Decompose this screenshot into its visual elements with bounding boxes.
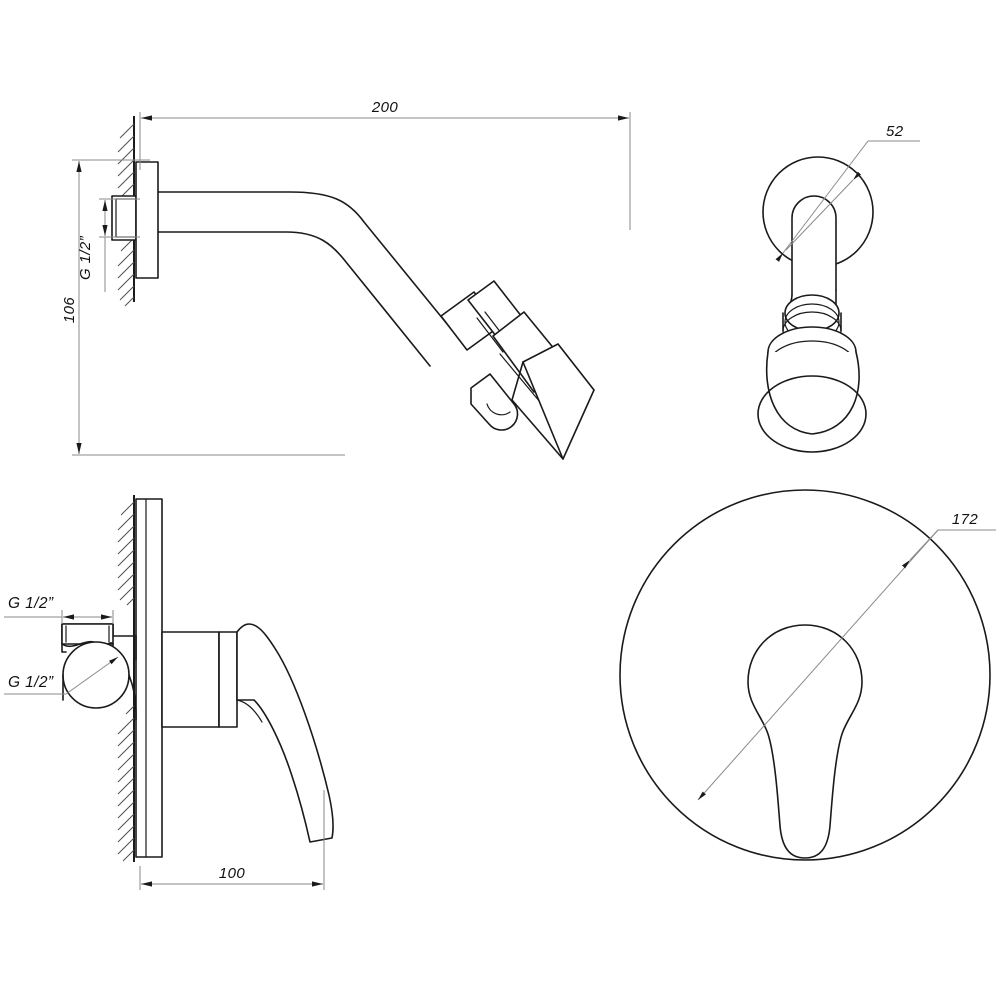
dimension-mixer-plate-diameter: 172 (697, 511, 996, 801)
arm-wall-flange (135, 161, 159, 279)
mixer-handle-outline (747, 624, 863, 859)
dimension-value-arm-thread: G 1/2” (77, 235, 94, 280)
mixer-face-plate (135, 498, 163, 858)
shower-arm-tube (157, 191, 453, 367)
view-mixer-front: 172 (619, 489, 996, 861)
dimension-mixer-thread-top: G 1/2” (4, 595, 114, 624)
head-cone-body (757, 326, 867, 453)
mixer-body (161, 631, 238, 728)
dimension-arm-height: 106 (61, 159, 345, 456)
view-shower-arm-side: 200 106 G 1/2” (61, 99, 631, 460)
dimension-mixer-thread-bottom: G 1/2” (4, 656, 119, 695)
mixer-lever-handle (236, 623, 334, 843)
dimension-arm-projection: 200 (139, 99, 631, 230)
view-mixer-side: 100 G 1/2” G 1/2” (4, 495, 334, 890)
wall-hatching-mixer (117, 501, 135, 862)
shower-head-lever (470, 373, 519, 431)
wall-hatching (117, 123, 135, 307)
dimension-value-172: 172 (952, 511, 978, 528)
dimension-value-106: 106 (61, 297, 78, 323)
dimension-value-mixer-thread-bottom: G 1/2” (8, 674, 54, 691)
dimension-mixer-projection: 100 (139, 790, 325, 890)
dimension-value-mixer-thread-top: G 1/2” (8, 595, 54, 612)
view-shower-head-front: 52 (757, 123, 920, 453)
dimension-value-52: 52 (886, 123, 904, 140)
dimension-head-flange-diameter: 52 (775, 123, 920, 262)
dimension-value-200: 200 (371, 99, 398, 116)
head-arm-stem (787, 195, 837, 311)
mixer-inlet-port (62, 641, 137, 721)
arm-thread-nipple (111, 195, 137, 241)
shower-head-cone (511, 343, 595, 460)
dimension-arm-thread: G 1/2” (77, 198, 140, 292)
wall-mixer (117, 495, 135, 862)
dimension-value-100: 100 (219, 865, 245, 882)
